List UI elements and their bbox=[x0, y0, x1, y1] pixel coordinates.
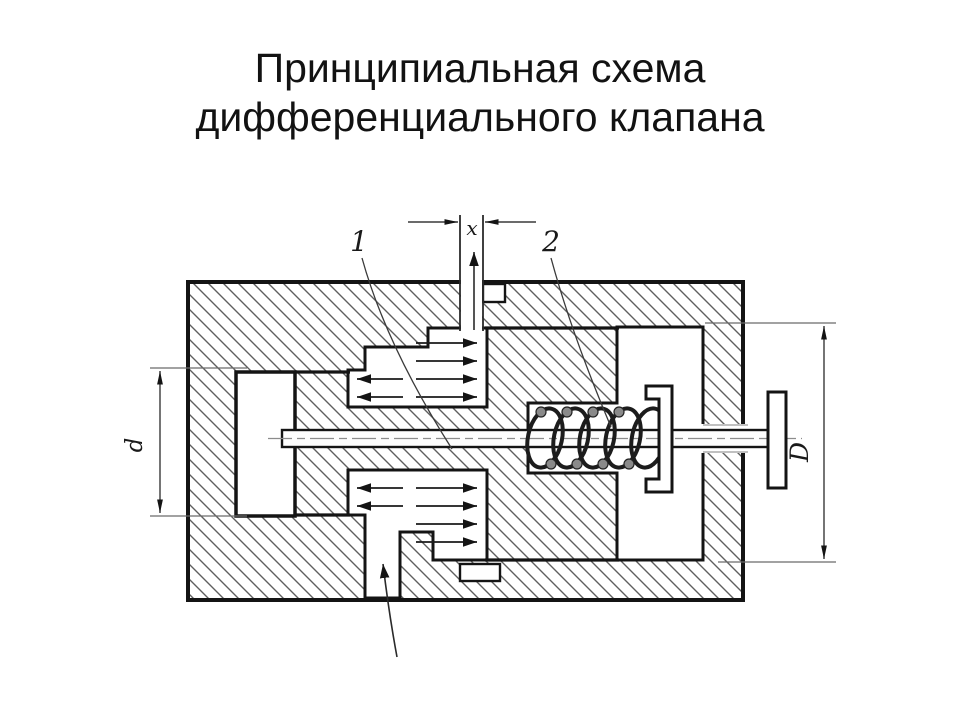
spring-retainer-bracket bbox=[644, 384, 674, 494]
valve-stem bbox=[268, 428, 802, 449]
outlet-port bbox=[459, 215, 484, 332]
stem-t-head bbox=[766, 390, 788, 490]
top-wall-notch bbox=[481, 282, 507, 304]
dimension-capital-d-label: D bbox=[785, 442, 814, 463]
svg-text:1: 1 bbox=[350, 225, 368, 258]
dimension-d: d bbox=[122, 367, 247, 517]
dimension-capital-d: D bbox=[705, 322, 836, 563]
upper-flow-chamber bbox=[346, 326, 489, 409]
dimension-x-label: x bbox=[466, 216, 477, 240]
title-line-2: дифференциального клапана bbox=[195, 94, 765, 141]
part-label-1: 1 bbox=[350, 225, 453, 450]
inlet-flow-arrow bbox=[379, 563, 398, 658]
pressure-arrows-lower bbox=[357, 483, 477, 547]
leader-line-2 bbox=[550, 257, 612, 428]
slide-title: Принципиальная схема дифференциального к… bbox=[0, 44, 960, 142]
dimension-x: x bbox=[408, 216, 536, 240]
pressure-arrows-upper bbox=[357, 338, 477, 402]
leader-line-1 bbox=[361, 257, 453, 450]
piston-edges bbox=[295, 326, 619, 562]
bottom-wall-notch bbox=[458, 562, 502, 583]
svg-text:2: 2 bbox=[541, 225, 560, 258]
dimension-d-label: d bbox=[122, 438, 148, 453]
part-label-2: 2 bbox=[541, 225, 612, 428]
title-line-1: Принципиальная схема bbox=[254, 45, 706, 91]
spring-wire-sections bbox=[535, 406, 635, 470]
